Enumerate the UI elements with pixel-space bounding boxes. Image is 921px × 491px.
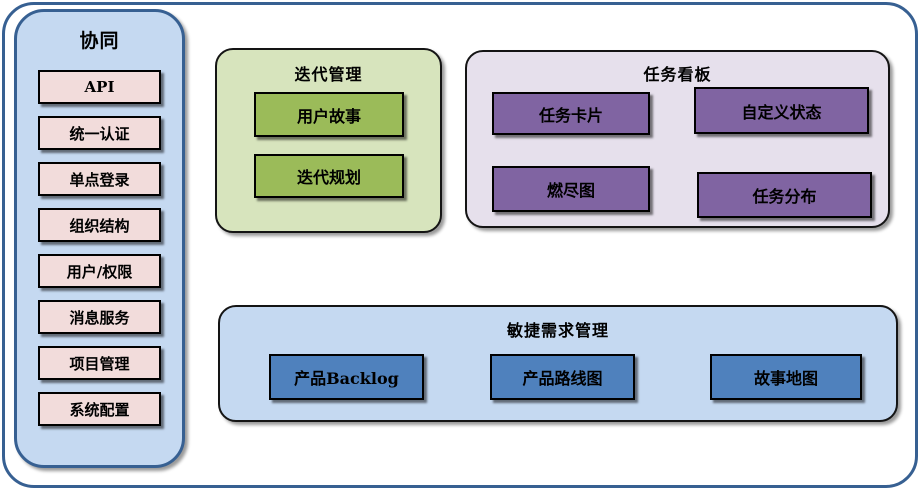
sidebar-item-api: API — [38, 70, 161, 104]
sidebar-item-org-structure: 组织结构 — [38, 208, 161, 242]
agile-requirements-panel: 敏捷需求管理 产品Backlog 产品路线图 故事地图 — [218, 305, 898, 422]
sidebar-item-project-mgmt: 项目管理 — [38, 346, 161, 380]
user-story-box: 用户故事 — [254, 92, 404, 137]
product-backlog-box: 产品Backlog — [269, 354, 424, 400]
task-distribution-box: 任务分布 — [697, 172, 872, 218]
task-kanban-panel: 任务看板 任务卡片 自定义状态 燃尽图 任务分布 — [465, 50, 890, 228]
custom-status-box: 自定义状态 — [694, 87, 869, 134]
sidebar-item-message-svc: 消息服务 — [38, 300, 161, 334]
collaboration-item-list: API 统一认证 单点登录 组织结构 用户/权限 消息服务 项目管理 系统配置 — [17, 70, 182, 426]
sidebar-item-unified-auth: 统一认证 — [38, 116, 161, 150]
collaboration-panel: 协同 API 统一认证 单点登录 组织结构 用户/权限 消息服务 项目管理 系统… — [14, 9, 185, 468]
iteration-management-title: 迭代管理 — [294, 65, 363, 84]
story-map-box: 故事地图 — [710, 354, 862, 400]
sidebar-item-user-perms: 用户/权限 — [38, 254, 161, 288]
agile-requirements-title: 敏捷需求管理 — [506, 321, 609, 340]
task-kanban-title: 任务看板 — [643, 65, 712, 84]
iteration-plan-box: 迭代规划 — [254, 154, 404, 198]
sidebar-item-sso: 单点登录 — [38, 162, 161, 196]
sidebar-item-system-config: 系统配置 — [38, 392, 161, 426]
task-card-box: 任务卡片 — [492, 92, 650, 135]
collaboration-panel-title: 协同 — [79, 30, 120, 52]
iteration-management-panel: 迭代管理 用户故事 迭代规划 — [215, 48, 442, 233]
product-roadmap-box: 产品路线图 — [490, 354, 635, 400]
burndown-chart-box: 燃尽图 — [492, 166, 650, 212]
